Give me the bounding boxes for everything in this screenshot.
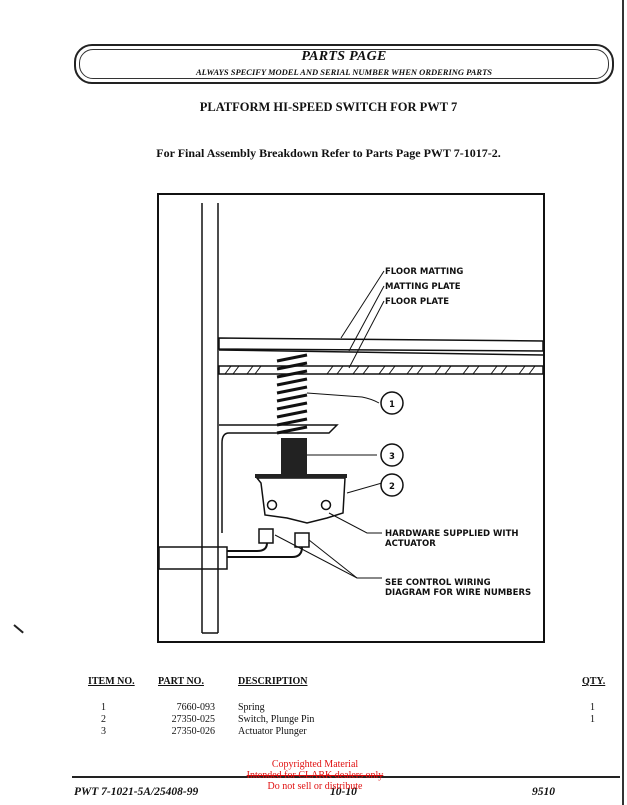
spring: [276, 353, 308, 435]
col-header-qty: QTY.: [582, 676, 606, 687]
footer-doc-number: PWT 7-1021-5A/25408-99: [74, 786, 199, 798]
reference-note: For Final Assembly Breakdown Refer to Pa…: [156, 146, 501, 160]
footer-date-code: 9510: [532, 786, 555, 798]
switch-body: [255, 477, 346, 524]
label-wire-numbers: DIAGRAM FOR WIRE NUMBERS: [385, 588, 531, 598]
matting-plate: [218, 349, 544, 356]
terminal-right: [294, 532, 310, 548]
screw-right: [320, 499, 332, 511]
leader-lines: [274, 270, 385, 579]
label-wiring: SEE CONTROL WIRING: [385, 578, 491, 588]
label-floor-matting: FLOOR MATTING: [385, 267, 463, 277]
callout-3: 3: [380, 443, 404, 467]
callout-2: 2: [380, 473, 404, 497]
footer-page-number: 10-10: [330, 786, 357, 798]
callout-1: 1: [380, 391, 404, 415]
floor-plate-hatch: [224, 365, 536, 375]
label-hardware: HARDWARE SUPPLIED WITH: [385, 529, 519, 539]
bracket: [219, 424, 339, 533]
floor-plate: [218, 365, 544, 375]
svg-text:1: 1: [389, 400, 395, 410]
screw-left: [266, 499, 278, 511]
exploded-drawing: 1 3 2 FLOOR MATTING MATTING PLATE FLOOR …: [157, 193, 545, 643]
footer-rule: [72, 776, 620, 778]
watermark-line-1: Copyrighted Material: [271, 759, 359, 770]
parts-page-header: PARTS PAGE ALWAYS SPECIFY MODEL AND SERI…: [74, 44, 614, 84]
label-matting-plate: MATTING PLATE: [385, 282, 461, 292]
label-actuator: ACTUATOR: [385, 539, 436, 549]
scan-mark: [13, 624, 24, 634]
floor-matting: [218, 337, 544, 352]
wire-1: [227, 542, 268, 552]
watermark-line-2: Intended for CLARK dealers only: [246, 770, 384, 781]
page-title: PLATFORM HI-SPEED SWITCH FOR PWT 7: [199, 100, 458, 114]
actuator-plunger: [281, 438, 307, 474]
header-title: PARTS PAGE: [301, 49, 387, 64]
drawing-frame: [157, 193, 545, 643]
svg-text:3: 3: [389, 452, 395, 462]
copyright-watermark: Copyrighted Material Intended for CLARK …: [230, 759, 400, 792]
label-floor-plate: FLOOR PLATE: [385, 297, 449, 307]
conduit: [158, 546, 228, 570]
svg-text:2: 2: [389, 482, 395, 492]
col-header-part: PART NO.: [158, 676, 204, 687]
col-header-item: ITEM NO.: [88, 676, 135, 687]
watermark-line-3: Do not sell or distribute: [267, 781, 363, 792]
terminal-left: [258, 528, 274, 544]
header-subtitle: ALWAYS SPECIFY MODEL AND SERIAL NUMBER W…: [196, 67, 492, 77]
col-header-description: DESCRIPTION: [238, 676, 308, 687]
page-edge: [622, 0, 624, 805]
